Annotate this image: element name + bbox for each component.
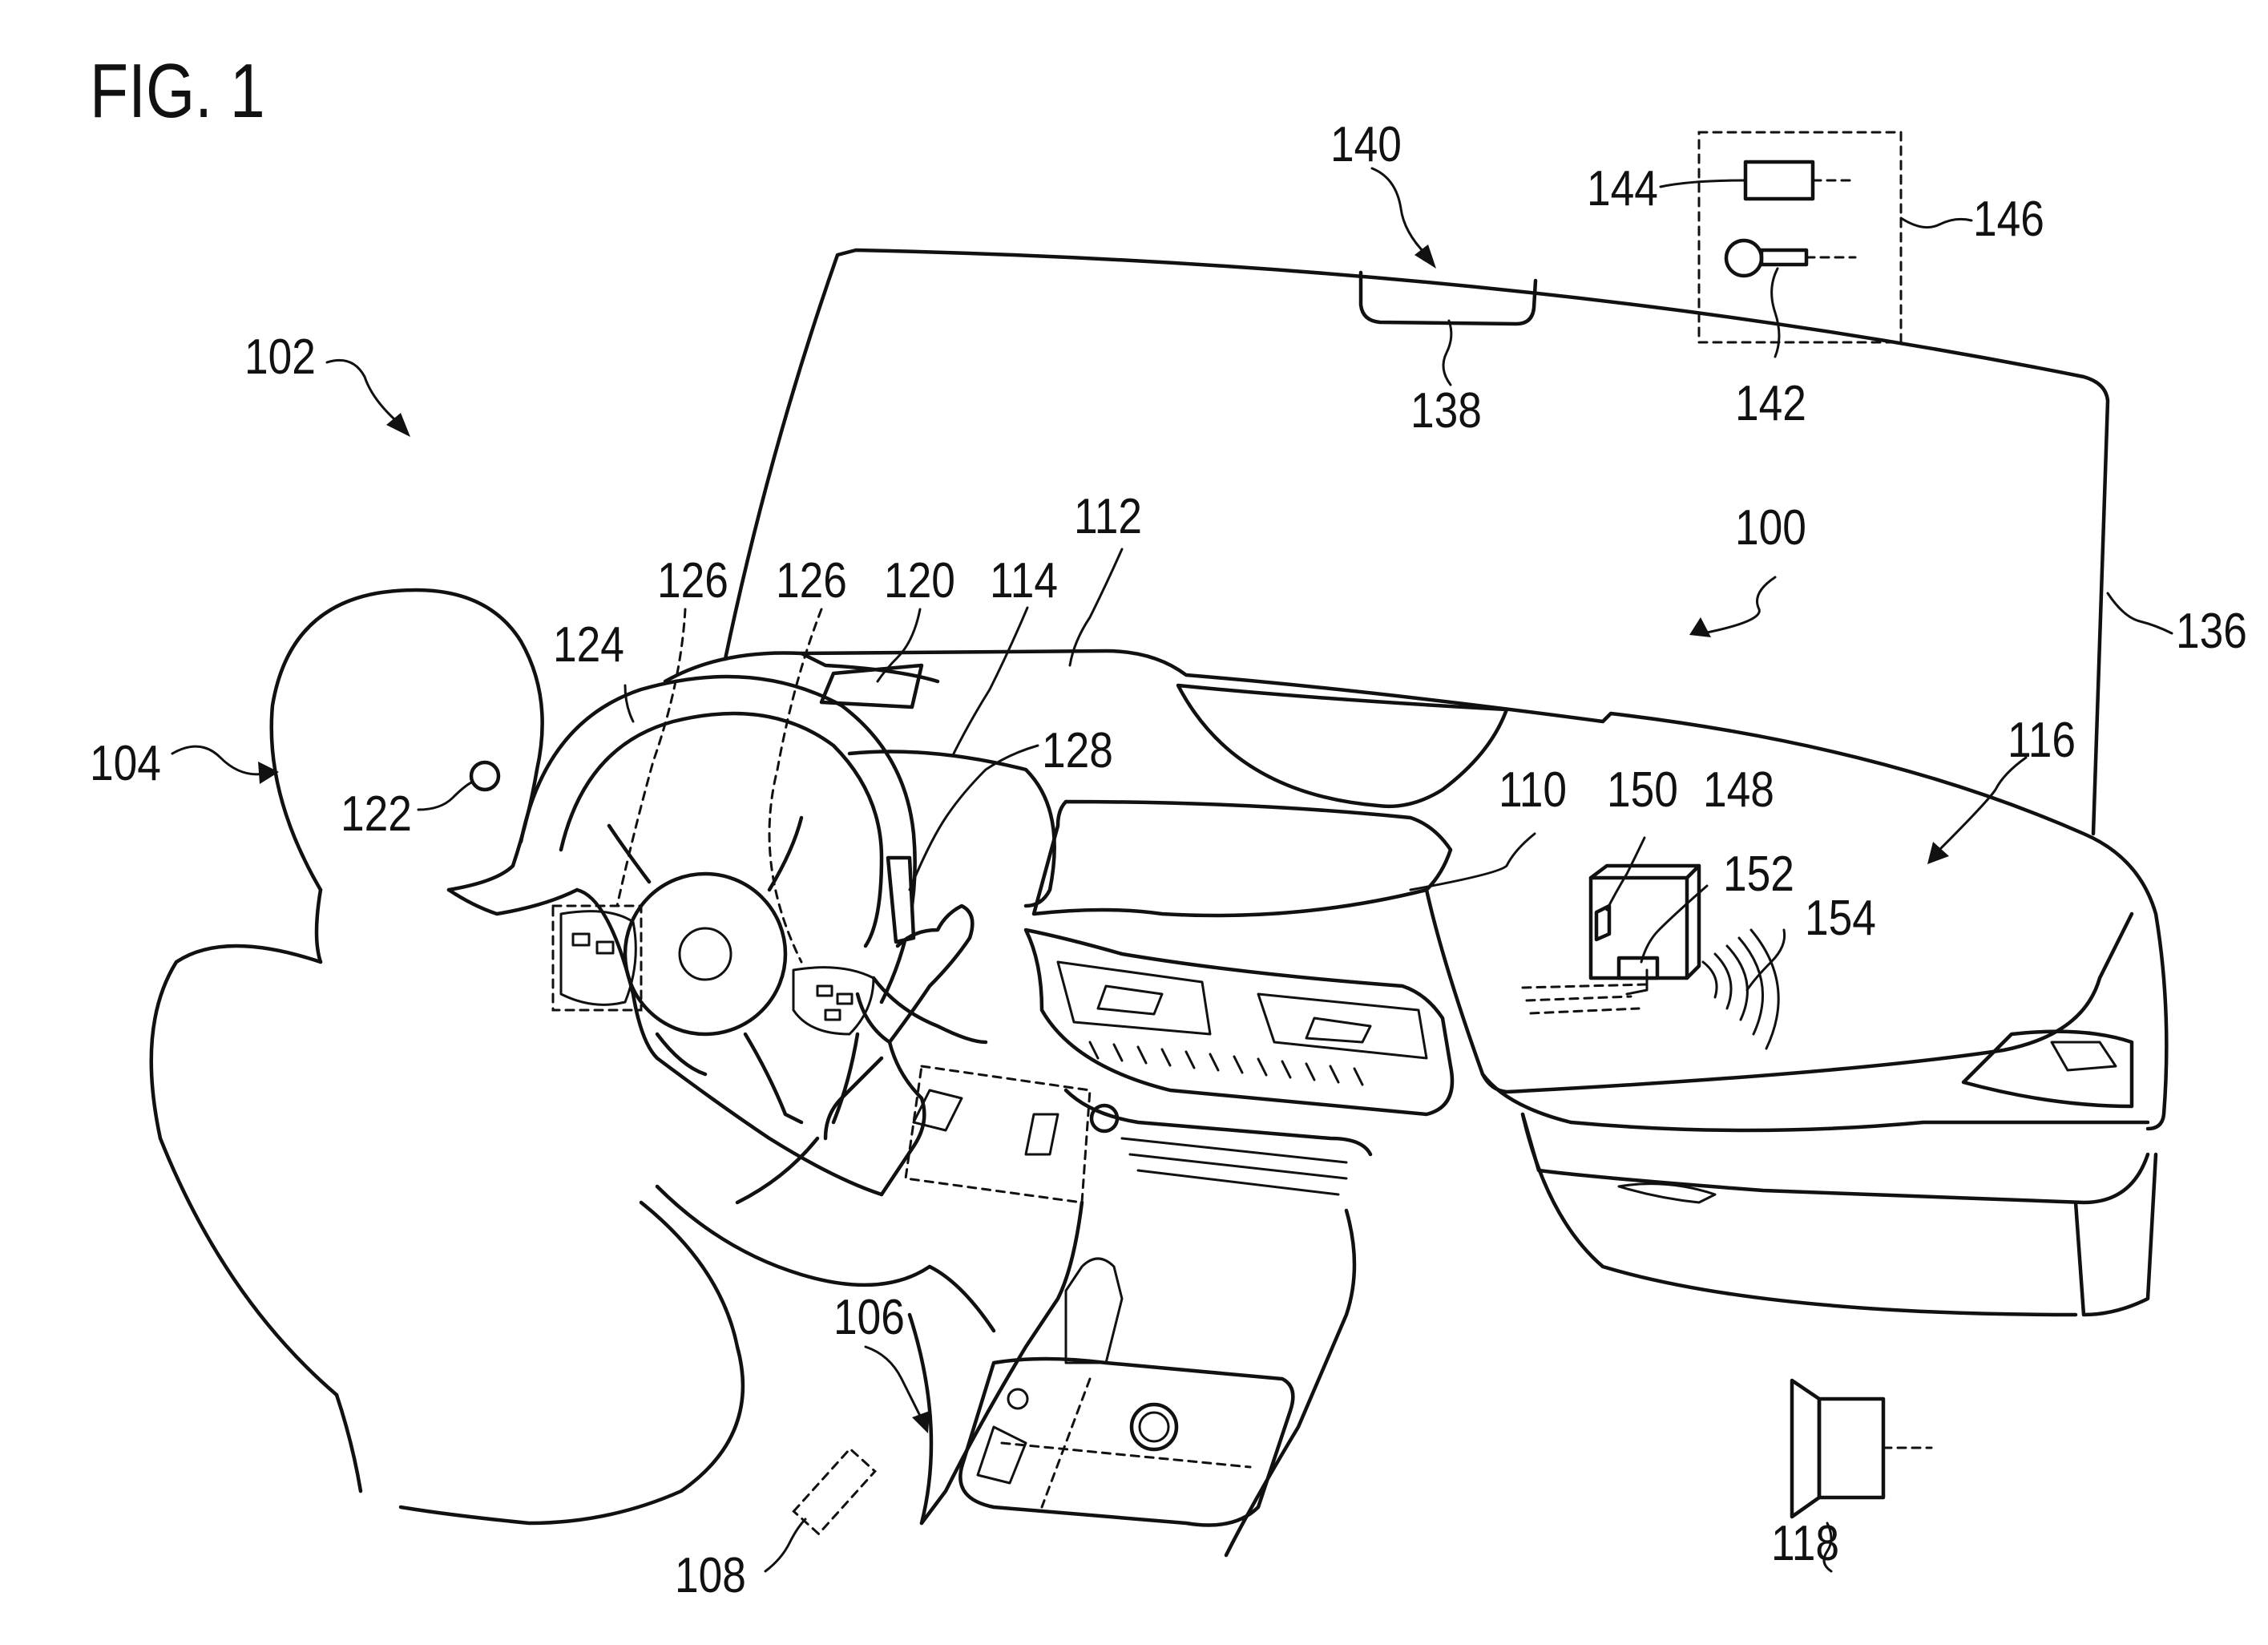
steering-wheel [519, 608, 1092, 1204]
ref-label-150: 150 [1607, 762, 1678, 818]
ref-label-140: 140 [1330, 117, 1402, 172]
leader-lines [171, 167, 2173, 1573]
ref-label-114: 114 [990, 553, 1059, 608]
figure-title: FIG. 1 [90, 48, 265, 134]
ref-label-118: 118 [1771, 1516, 1840, 1571]
ref-label-142: 142 [1735, 376, 1806, 431]
camera-sensor-group [1697, 131, 1903, 344]
ref-label-116: 116 [2008, 713, 2076, 768]
ref-label-124: 124 [553, 617, 624, 673]
ref-label-112: 112 [1074, 489, 1143, 544]
center-vents [1023, 928, 1455, 1196]
door-area [792, 1312, 934, 1536]
control-unit [1521, 863, 1780, 1050]
ref-label-106: 106 [833, 1290, 905, 1345]
speaker [1790, 1378, 1933, 1519]
ref-label-144: 144 [1587, 161, 1658, 216]
driver [149, 588, 996, 1526]
ref-label-110: 110 [1499, 762, 1568, 818]
ref-label-120: 120 [884, 553, 955, 608]
ref-label-128: 128 [1042, 723, 1113, 778]
ref-label-108: 108 [675, 1548, 746, 1603]
ref-label-100: 100 [1735, 500, 1806, 556]
ref-label-126-right: 126 [776, 553, 847, 608]
center-console [919, 1200, 1357, 1558]
ref-label-126-left: 126 [657, 553, 728, 608]
dashboard [663, 649, 2169, 1317]
ref-label-138: 138 [1410, 383, 1482, 439]
ref-label-136: 136 [2176, 604, 2247, 659]
ref-label-104: 104 [90, 736, 161, 791]
ref-label-152: 152 [1723, 847, 1794, 902]
windshield [723, 248, 2110, 836]
ref-label-154: 154 [1805, 891, 1876, 946]
ref-label-102: 102 [244, 329, 316, 385]
ref-label-146: 146 [1973, 192, 2044, 247]
ref-label-122: 122 [341, 786, 412, 842]
ref-label-148: 148 [1703, 762, 1774, 818]
